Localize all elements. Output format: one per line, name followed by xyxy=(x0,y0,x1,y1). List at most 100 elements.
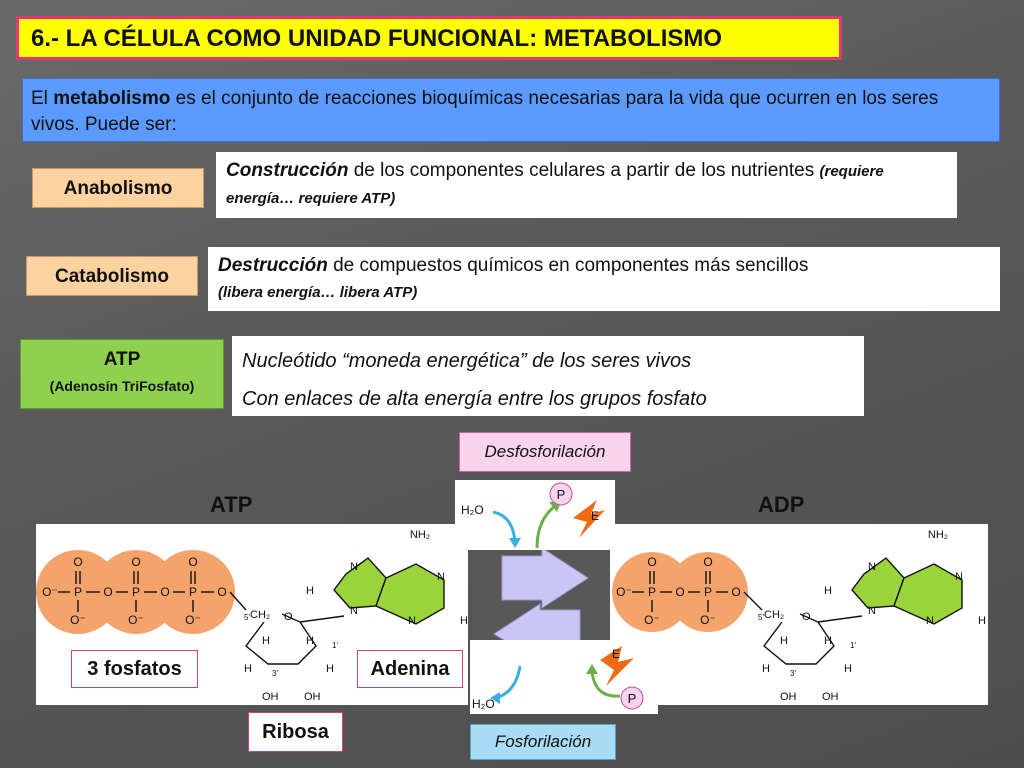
svg-text:O: O xyxy=(217,585,226,599)
anabolismo-definition: Construcción de los componentes celulare… xyxy=(216,152,957,218)
svg-text:O⁻: O⁻ xyxy=(616,585,632,599)
svg-text:O⁻: O⁻ xyxy=(185,613,201,627)
svg-text:P: P xyxy=(189,585,197,599)
atp-tag: ATP (Adenosín TriFosfato) xyxy=(20,339,224,409)
water-label: H₂O xyxy=(472,697,495,711)
atp-tag-subtitle: (Adenosín TriFosfato) xyxy=(49,378,195,394)
svg-text:NH₂: NH₂ xyxy=(928,529,948,541)
svg-text:OH: OH xyxy=(822,691,839,703)
anabolismo-tag: Anabolismo xyxy=(32,168,204,208)
svg-text:O: O xyxy=(160,585,169,599)
ribose-labels: 5' CH₂ O H H H H OH OH 3' 1' xyxy=(244,609,338,703)
atp-line-2: Con enlaces de alta energía entre los gr… xyxy=(242,388,707,410)
ribose-labels: 5' CH₂ O H H H H OH OH 3' 1' xyxy=(758,609,856,703)
svg-text:5': 5' xyxy=(244,613,250,622)
svg-text:N: N xyxy=(350,561,358,573)
bonds xyxy=(58,571,345,665)
svg-text:H: H xyxy=(262,635,270,647)
water-in-arrow xyxy=(492,510,517,543)
svg-text:O: O xyxy=(131,555,140,569)
adenina-label: Adenina xyxy=(357,650,463,688)
slide-title: 6.- LA CÉLULA COMO UNIDAD FUNCIONAL: MET… xyxy=(16,16,842,60)
anabolismo-text: de los componentes celulares a partir de… xyxy=(348,160,820,181)
energy-label: E xyxy=(612,647,620,661)
svg-text:N: N xyxy=(926,615,934,627)
adp-header: ADP xyxy=(758,492,805,517)
svg-text:CH₂: CH₂ xyxy=(764,609,784,621)
dephosphorylation-svg: H₂O P E xyxy=(461,482,605,549)
svg-text:O: O xyxy=(675,585,684,599)
svg-text:H: H xyxy=(762,663,770,675)
svg-text:O⁻: O⁻ xyxy=(128,613,144,627)
svg-text:CH₂: CH₂ xyxy=(250,609,270,621)
ribosa-label: Ribosa xyxy=(248,712,343,752)
svg-text:P: P xyxy=(557,487,566,502)
svg-text:H: H xyxy=(780,635,788,647)
svg-text:H: H xyxy=(306,635,314,647)
svg-text:O: O xyxy=(188,555,197,569)
svg-text:O: O xyxy=(73,555,82,569)
bonds xyxy=(632,571,863,665)
svg-text:O: O xyxy=(802,611,811,623)
atp-molecule-panel: O O O O⁻ P O P O P O O⁻ O⁻ O⁻ xyxy=(36,524,468,705)
phosphate-atoms: O O O O⁻ P O P O P O O⁻ O⁻ O⁻ xyxy=(42,555,227,627)
adenine-base xyxy=(333,557,445,625)
svg-text:H: H xyxy=(824,635,832,647)
phosphate-icon xyxy=(549,482,573,506)
adenine-atoms: NH₂ N N N N H H xyxy=(306,529,468,627)
svg-text:O: O xyxy=(731,585,740,599)
energy-label: E xyxy=(591,509,599,523)
adenine-atoms: NH₂ N N N N H H xyxy=(824,529,986,627)
desfosforilacion-label: Desfosforilación xyxy=(459,432,631,472)
svg-text:H: H xyxy=(844,663,852,675)
svg-text:P: P xyxy=(628,691,637,706)
fosforilacion-label: Fosforilación xyxy=(470,724,616,760)
intro-rest: es el conjunto de reacciones bioquímicas… xyxy=(31,88,939,135)
svg-text:1': 1' xyxy=(850,641,856,650)
intro-box: El metabolismo es el conjunto de reaccio… xyxy=(22,78,1000,142)
svg-text:OH: OH xyxy=(780,691,797,703)
phosphate-groups xyxy=(36,550,235,634)
svg-text:H: H xyxy=(326,663,334,675)
svg-text:O: O xyxy=(647,555,656,569)
catabolismo-tag: Catabolismo xyxy=(26,256,198,296)
svg-text:H: H xyxy=(978,615,986,627)
fosfatos-label: 3 fosfatos xyxy=(71,650,198,688)
svg-text:O: O xyxy=(284,611,293,623)
svg-text:O: O xyxy=(103,585,112,599)
atp-header: ATP xyxy=(210,492,253,517)
svg-text:N: N xyxy=(408,615,416,627)
svg-text:OH: OH xyxy=(262,691,279,703)
svg-text:O: O xyxy=(703,555,712,569)
svg-text:3': 3' xyxy=(272,669,278,678)
atp-line-1: Nucleótido “moneda energética” de los se… xyxy=(242,350,692,372)
energy-bolt-icon xyxy=(600,646,634,686)
energy-bolt-icon xyxy=(573,500,605,538)
forward-arrow xyxy=(501,547,589,609)
svg-text:O⁻: O⁻ xyxy=(42,585,58,599)
phosphate-groups xyxy=(612,552,748,632)
svg-text:H: H xyxy=(460,615,468,627)
svg-text:N: N xyxy=(955,571,963,583)
intro-prefix: El xyxy=(31,88,54,109)
svg-text:H: H xyxy=(306,585,314,597)
svg-text:OH: OH xyxy=(304,691,321,703)
catabolismo-note: (libera energía… libera ATP) xyxy=(218,284,418,301)
atp-definition: Nucleótido “moneda energética” de los se… xyxy=(232,336,864,416)
catabolismo-lead: Destrucción xyxy=(218,255,328,276)
svg-text:N: N xyxy=(868,605,876,617)
svg-text:3': 3' xyxy=(790,669,796,678)
phosphate-atoms: O O O⁻ P O P O O⁻ O⁻ xyxy=(616,555,741,627)
svg-text:NH₂: NH₂ xyxy=(410,529,430,541)
catabolismo-definition: Destrucción de compuestos químicos en co… xyxy=(208,247,1000,311)
phosphorylation-svg: E P H₂O xyxy=(472,646,644,711)
catabolismo-text: de compuestos químicos en componentes má… xyxy=(327,255,809,276)
adenine-base xyxy=(851,557,963,625)
phosphate-icon xyxy=(620,686,644,710)
water-label: H₂O xyxy=(461,503,484,517)
svg-text:N: N xyxy=(350,605,358,617)
svg-text:H: H xyxy=(824,585,832,597)
svg-text:1': 1' xyxy=(332,641,338,650)
svg-text:P: P xyxy=(132,585,140,599)
svg-text:O⁻: O⁻ xyxy=(644,613,660,627)
